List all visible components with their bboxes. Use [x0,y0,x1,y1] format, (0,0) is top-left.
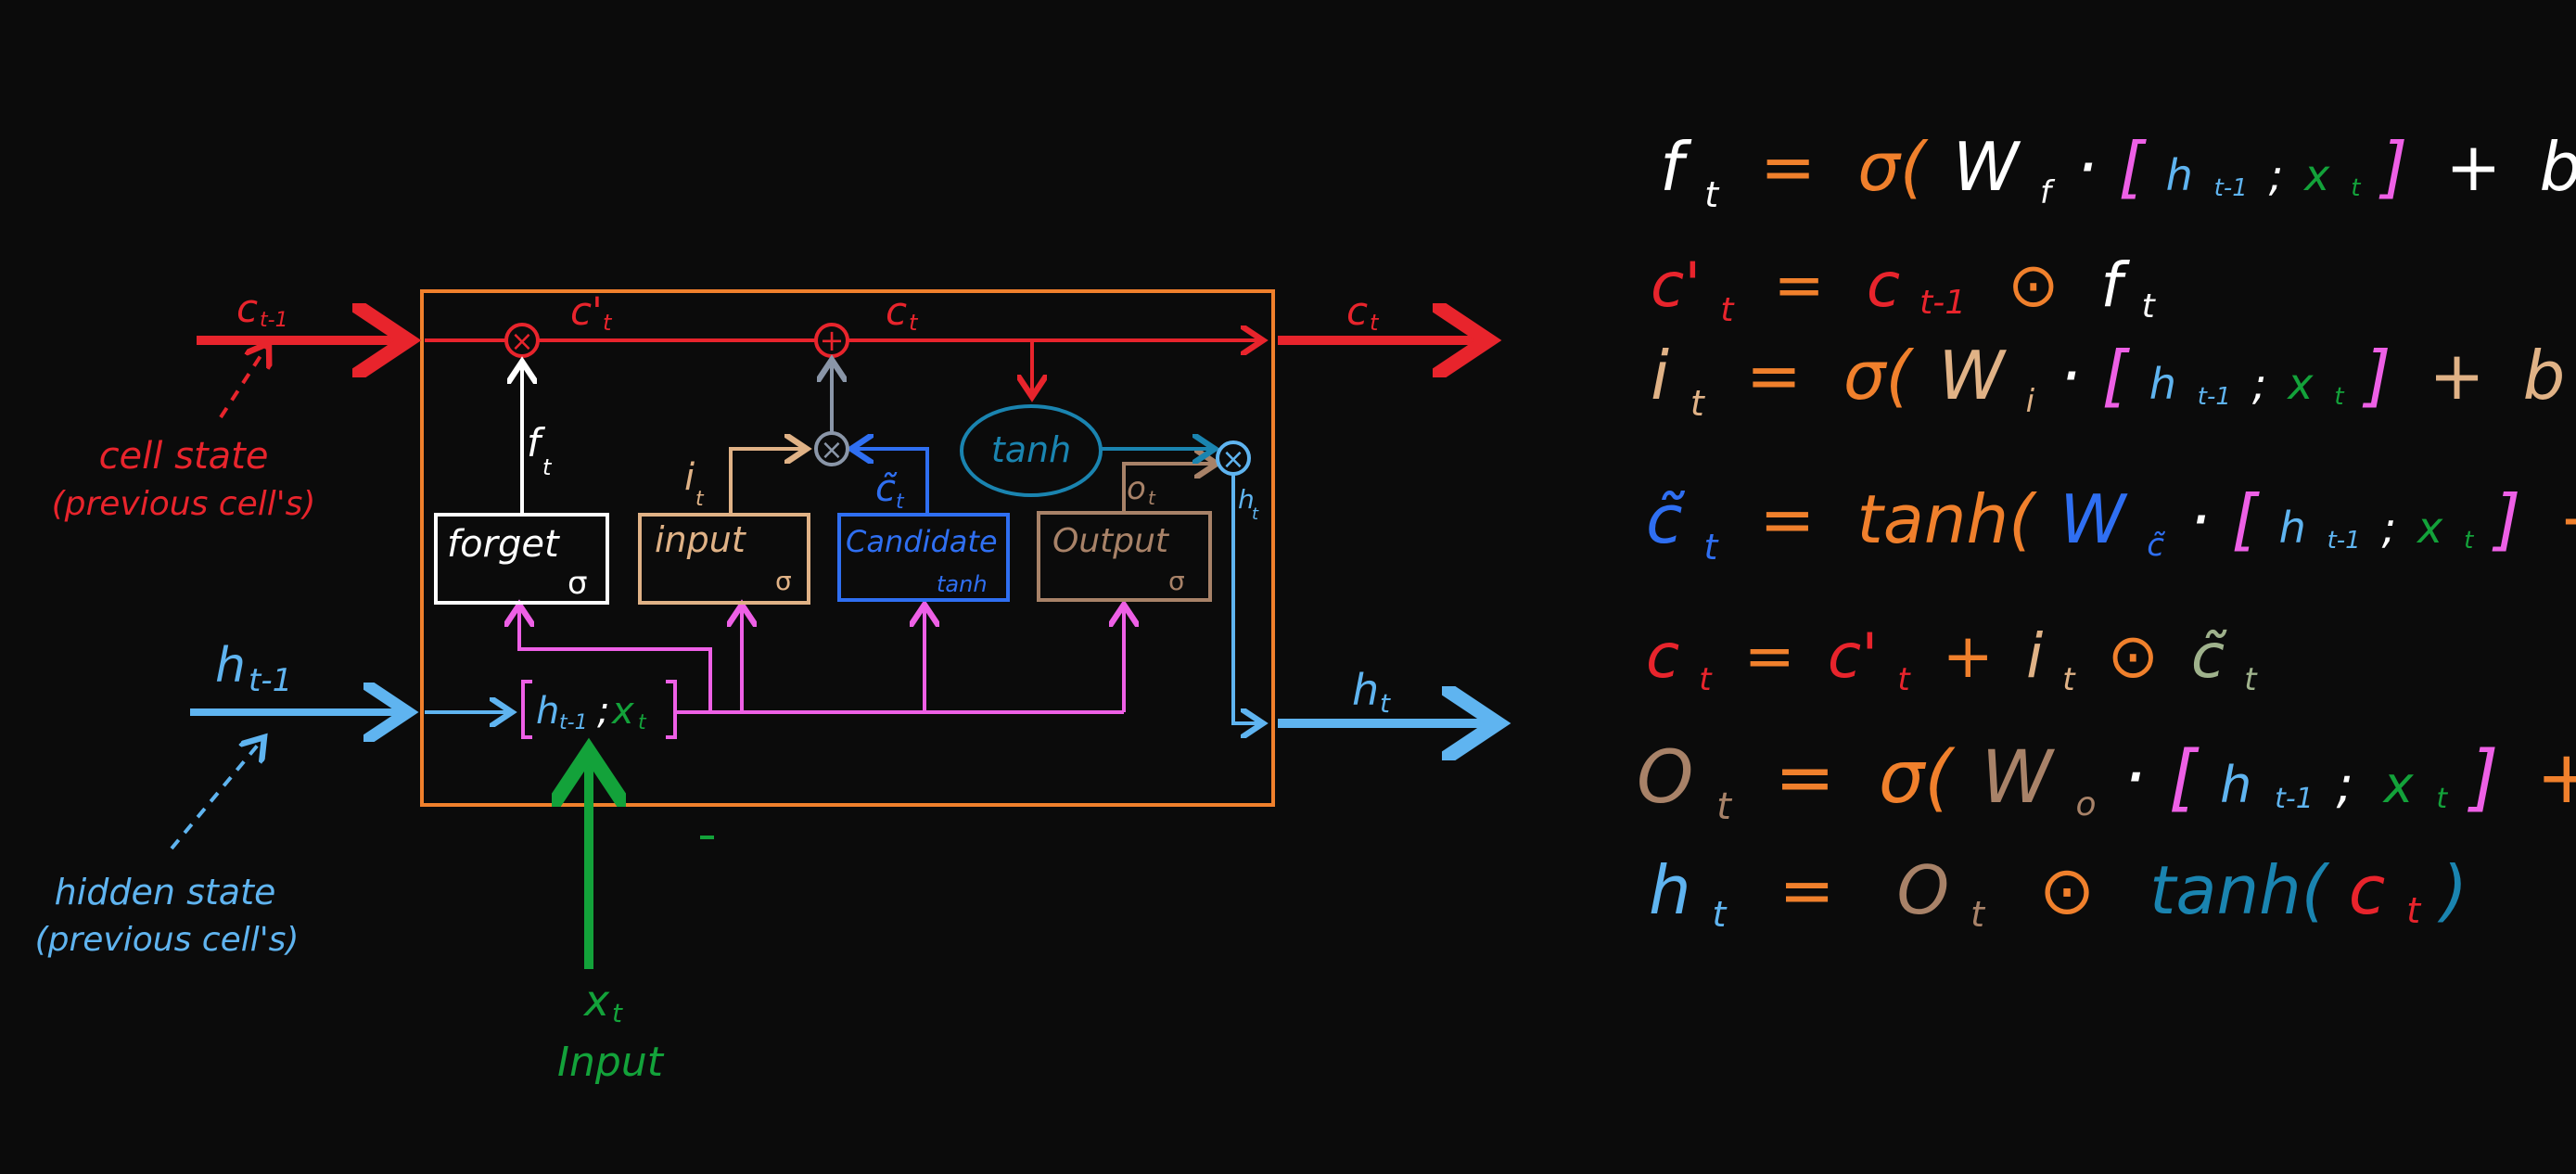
svg-text:t: t [542,454,553,480]
svg-text:t: t [1252,504,1259,524]
svg-text:t-1: t-1 [249,662,292,699]
hidden-state-caption-line2: (previous cell's) [35,921,300,959]
svg-text:tanh: tanh [991,429,1071,470]
lstm-cell-frame [420,289,1275,807]
svg-text:+: + [820,323,845,358]
label-c-prev: c t-1 [236,286,288,332]
equation-input: i t = σ( W i · [ h t-1 ; x t ] + b i ) [1651,337,2576,431]
equation-hidden: h t = O t ⊙ tanh( c t ) [1649,851,2468,942]
concat-node: h t-1 ; x t [521,680,677,739]
svg-text:o: o [1127,470,1146,507]
svg-text:c t = c': c t = c' t + i t ⊙ c̃ t [1646,620,2258,705]
svg-text:;: ; [597,690,609,733]
hidden-state-caption-line1: hidden state [55,872,276,912]
label-ot: o t [1127,470,1156,509]
label-ht-small: h t [1238,484,1259,524]
ht-internal-path [1231,473,1263,723]
output-gate-box: Output σ [1037,511,1212,602]
svg-text:input: input [655,519,747,560]
svg-text:t: t [695,488,705,511]
svg-text:f t = σ(: f t = σ( W f · [ h t-1 ; x t ] + b f ) [1660,128,2576,223]
output-to-multiply-arrow [1122,464,1217,513]
label-ctilde: c̃ t [875,467,905,514]
svg-text:t: t [1370,310,1380,336]
svg-text:t-1: t-1 [260,309,288,332]
svg-text:σ: σ [567,565,588,602]
svg-text:t: t [612,998,623,1028]
hidden-state-pointer-dashed [170,737,264,850]
svg-text:c' t = c: c' t = c t-1 ⊙ f t [1651,249,2157,336]
svg-text:x: x [610,690,634,733]
equation-cprime: c' t = c t-1 ⊙ f t [1651,249,2157,336]
label-c-out: c t [1346,288,1380,336]
input-add-node: + [814,323,849,358]
cell-state-caption-line1: cell state [99,435,269,478]
tanh-node: tanh [960,404,1103,497]
svg-text:×: × [1221,443,1244,476]
svg-text:c: c [236,286,258,331]
label-xt-input: x t [582,976,623,1028]
svg-text:t: t [1148,487,1156,509]
svg-text:c̃ t = tanh(: c̃ t = tanh( W c̃ · [ h t-1 ; x t ] + b … [1646,480,2576,575]
equation-output: O t = σ( W o · [ h t-1 ; x t ] + b o ) [1637,736,2576,836]
label-c-prime: c' t [570,288,613,336]
equation-candidate: c̃ t = tanh( W c̃ · [ h t-1 ; x t ] + b … [1646,480,2576,575]
svg-text:σ: σ [775,566,792,596]
svg-text:c': c' [570,288,603,334]
svg-text:h t = O: h t = O t ⊙ tanh( c t ) [1649,851,2468,942]
svg-text:c̃: c̃ [875,467,898,510]
svg-text:c: c [1346,288,1368,334]
svg-text:h: h [1238,484,1255,515]
input-gate-box: input σ [638,513,810,605]
cell-state-caption-line2: (previous cell's) [52,485,316,523]
svg-text:h: h [1352,665,1379,715]
svg-text:h: h [536,690,559,733]
output-multiply-node: × [1216,440,1251,476]
svg-text:i: i [684,456,695,499]
svg-text:i t = σ(: i t = σ( W i · [ h t-1 ; x t ] + b i ) [1651,337,2576,431]
label-it: i t [684,456,705,511]
svg-text:t: t [896,491,905,514]
input-candidate-multiply-node: × [814,360,849,466]
svg-text:tanh: tanh [937,571,988,597]
label-h-out: h t [1352,665,1391,719]
svg-text:forget: forget [447,523,560,566]
svg-text:σ: σ [1168,566,1185,596]
svg-text:h: h [215,638,246,694]
svg-text:Candidate: Candidate [846,524,998,559]
svg-text:c: c [886,288,907,334]
forget-gate-box: forget σ [434,513,609,605]
svg-text:×: × [820,434,843,466]
svg-text:t: t [638,711,647,734]
svg-text:O t = σ(: O t = σ( W o · [ h t-1 ; x t ] + b o ) [1637,736,2576,836]
svg-text:×: × [510,325,533,358]
svg-text:t: t [1380,688,1391,719]
equation-forget: f t = σ( W f · [ h t-1 ; x t ] + b f ) [1660,128,2576,223]
svg-text:t-1: t-1 [559,711,588,734]
equation-cell: c t = c' t + i t ⊙ c̃ t [1646,620,2258,705]
svg-text:t: t [909,310,919,336]
svg-text:Output: Output [1052,522,1170,560]
label-c-mid: c t [886,288,919,336]
forget-multiply-node: × [504,323,540,358]
cell-state-pointer-dashed [219,343,269,419]
candidate-gate-box: Candidate tanh [837,513,1010,602]
svg-text:t: t [603,310,613,336]
svg-text:x: x [582,976,610,1026]
label-h-prev: h t-1 [215,638,292,699]
input-caption: Input [557,1039,665,1086]
label-ft: f t [527,420,553,480]
input-to-multiply-arrow [729,449,807,515]
candidate-to-multiply-arrow [851,449,929,515]
